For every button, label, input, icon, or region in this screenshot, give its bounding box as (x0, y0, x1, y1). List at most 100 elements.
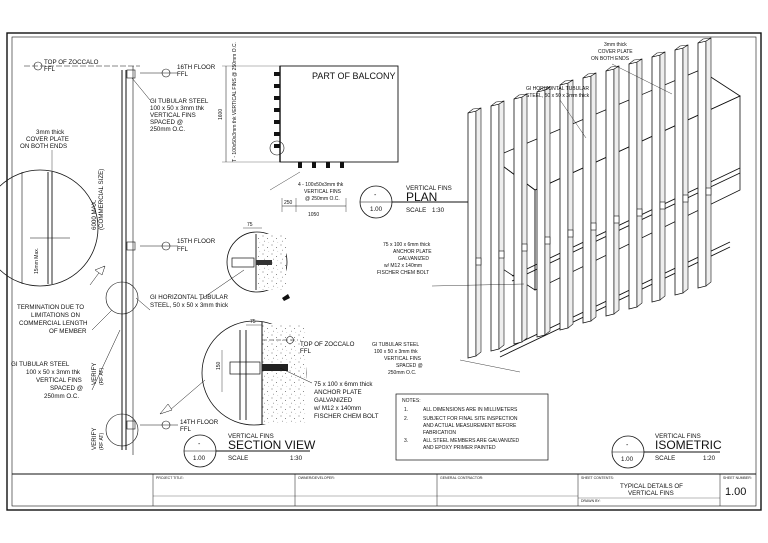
label-spaced-lower: SPACED @ (50, 385, 83, 392)
iso-fin-side (636, 58, 643, 308)
sheet-border (6, 32, 762, 511)
note-3-text-b: AND EPOXY PRIMER PAINTED (423, 445, 496, 451)
iso-fin-cap (559, 79, 574, 86)
label-plan-side-note: T - 100x50x3mm thk VERTICAL FINS @ 250mm… (232, 42, 238, 162)
label-max-length: 6000 MAX. (91, 199, 98, 230)
tb-sheet-number: 1.00 (725, 486, 746, 498)
iso-anchor-2: ANCHOR PLATE (393, 249, 432, 255)
iso-fin-side (590, 72, 597, 322)
label-14th-floor: 14TH FLOOR (180, 419, 219, 426)
label-termination-4: OF MEMBER (49, 328, 87, 335)
iso-fin-side (567, 79, 574, 329)
isometric-labels: 3mm thick COVER PLATE ON BOTH ENDS GI HO… (372, 42, 722, 463)
label-spacing: 250mm O.C. (150, 126, 185, 133)
section-title: SECTION VIEW (228, 438, 316, 452)
dim-75: 75 (247, 222, 253, 228)
iso-fin-side (613, 65, 620, 315)
note-2-num: 2. (404, 416, 408, 422)
iso-fin-cap (674, 44, 689, 51)
iso-fin-cap (467, 107, 482, 114)
label-cover-1: 3mm thick (36, 129, 65, 136)
tb-sheet-title-1: TYPICAL DETAILS OF (620, 483, 683, 490)
tb-sheet-number-label: SHEET NUMBER: (723, 476, 752, 480)
iso-title-small: VERTICAL FINS (655, 433, 701, 440)
label-15mm-max: 15mm Max. (34, 248, 40, 274)
plan-title-small: VERTICAL FINS (406, 185, 452, 192)
iso-fin (536, 89, 546, 338)
plan-ref-top: - (374, 192, 377, 199)
label-plan-fins-2: VERTICAL FINS (304, 189, 342, 195)
label-gi-size-lower: 100 x 50 x 3mm thk (26, 369, 81, 376)
iso-anchor-plate (567, 229, 574, 238)
plan-scale-label: SCALE (406, 207, 426, 214)
label-verify-upper: VERIFY (91, 363, 98, 385)
label-termination-2: LIMITATIONS ON (31, 312, 80, 319)
label-verify-lower-rf: (RF AT) (99, 433, 105, 450)
plan-view (222, 65, 472, 219)
label-spaced: SPACED @ (150, 119, 183, 126)
tb-project-title: PROJECT TITLE: (156, 476, 184, 480)
label-anchor-4: w/ M12 x 140mm (313, 405, 361, 412)
iso-tubular-3: VERTICAL FINS (384, 356, 422, 362)
isometric-view (431, 37, 741, 469)
iso-fin-cap (536, 86, 551, 93)
dim-150: 150 (216, 361, 222, 370)
iso-fin-cap (582, 72, 597, 79)
iso-anchor-5: FISCHER CHEM BOLT (377, 270, 429, 276)
iso-fin-cap (513, 93, 528, 100)
note-1-num: 1. (404, 407, 408, 413)
label-ffl-16: FFL (177, 71, 189, 78)
tb-sheet-contents: SHEET CONTENTS: (581, 476, 614, 480)
iso-fin-side (682, 44, 689, 294)
iso-fin-cap (605, 65, 620, 72)
label-top-zoccalo-detail: TOP OF ZOCCALO (300, 341, 355, 348)
label-gi-horizontal-2: STEEL, 50 x 50 x 3mm thick (150, 302, 229, 309)
iso-horizontal-1: GI HORIZONTAL TUBULAR (526, 86, 589, 92)
iso-scale-label: SCALE (655, 455, 675, 462)
iso-scale: 1:20 (703, 455, 716, 462)
label-anchor-2: ANCHOR PLATE (314, 389, 362, 396)
iso-anchor-plate (475, 257, 482, 266)
iso-title: ISOMETRIC (655, 438, 722, 452)
label-cover-3: ON BOTH ENDS (20, 143, 67, 150)
iso-anchor-plate (590, 222, 597, 231)
label-verify-upper-rf: (RF AT) (99, 368, 105, 385)
iso-fin-cap (697, 37, 712, 44)
iso-anchor-plate (613, 215, 620, 224)
iso-tubular-4: SPACED @ (396, 363, 423, 369)
iso-anchor-4: w/ M12 x 140mm (384, 263, 422, 269)
iso-fin (467, 110, 477, 359)
section-scale-label: SCALE (228, 455, 248, 462)
iso-cover-3: ON BOTH ENDS (591, 56, 630, 62)
section-title-small: VERTICAL FINS (228, 433, 274, 440)
iso-anchor-1: 75 x 100 x 6mm thick (383, 242, 431, 248)
notes-heading: NOTES: (402, 398, 421, 404)
note-3-text-a: ALL STEEL MEMBERS ARE GALVANIZED (423, 438, 520, 444)
iso-fin-side (475, 107, 482, 357)
iso-fin (490, 103, 500, 352)
iso-fin-side (498, 100, 505, 350)
label-vertical-fins-lower: VERTICAL FINS (36, 377, 82, 384)
tb-owner: OWNER/DEVELOPER: (298, 476, 335, 480)
tb-drawn-by: DRAWN BY: (581, 499, 601, 503)
iso-cover-2: COVER PLATE (598, 49, 633, 55)
section-labels: TOP OF ZOCCALO FFL 16TH FLOOR FFL GI TUB… (11, 59, 379, 462)
section-ref-top: - (198, 441, 201, 448)
iso-fin (674, 47, 684, 296)
notes-box: NOTES: 1. ALL DIMENSIONS ARE IN MILLIMET… (395, 393, 549, 461)
note-3-num: 3. (404, 438, 408, 444)
iso-anchor-plate (544, 236, 551, 245)
tb-sheet-title-2: VERTICAL FINS (628, 490, 674, 497)
note-2-text-b: AND ACTUAL MEASUREMENT BEFORE (423, 423, 517, 429)
label-gi-tubular-lower: GI TUBULAR STEEL (11, 361, 70, 368)
label-top-zoccalo: TOP OF ZOCCALO (44, 59, 99, 66)
note-1-text: ALL DIMENSIONS ARE IN MILLIMETERS (423, 407, 518, 413)
iso-fin-cap (490, 100, 505, 107)
iso-tubular-1: GI TUBULAR STEEL (372, 342, 419, 348)
iso-ref-number: 1.00 (621, 456, 634, 463)
iso-fin-cap (651, 51, 666, 58)
iso-tubular-5: 250mm O.C. (388, 370, 416, 376)
iso-fin (651, 54, 661, 303)
iso-cover-1: 3mm thick (604, 42, 627, 48)
